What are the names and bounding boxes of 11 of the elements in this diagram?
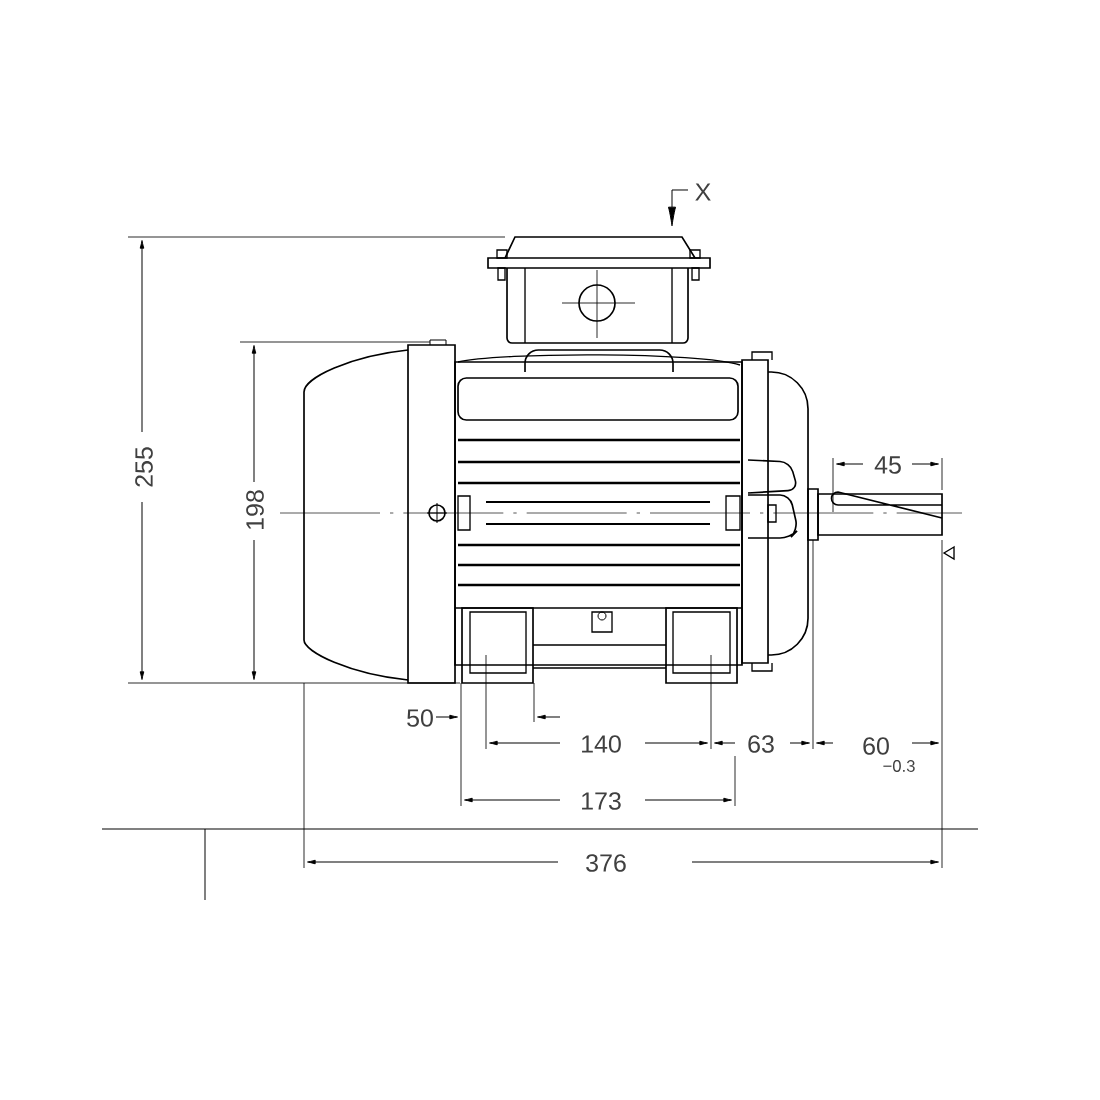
dimension-label: 45 bbox=[874, 456, 901, 474]
dimension-label: 63 bbox=[748, 735, 774, 753]
dimension-label: X bbox=[695, 183, 711, 201]
dimension-label: 376 bbox=[586, 854, 626, 872]
dimension-label: 198 bbox=[246, 490, 264, 529]
dimension-label: 50 bbox=[407, 709, 433, 727]
dimension-label: 173 bbox=[582, 792, 621, 810]
dimension-label: 60 bbox=[863, 737, 889, 755]
dimension-label: 255 bbox=[135, 447, 153, 487]
dimension-label: −0.3 bbox=[883, 760, 915, 772]
dimension-label: 140 bbox=[582, 735, 621, 753]
